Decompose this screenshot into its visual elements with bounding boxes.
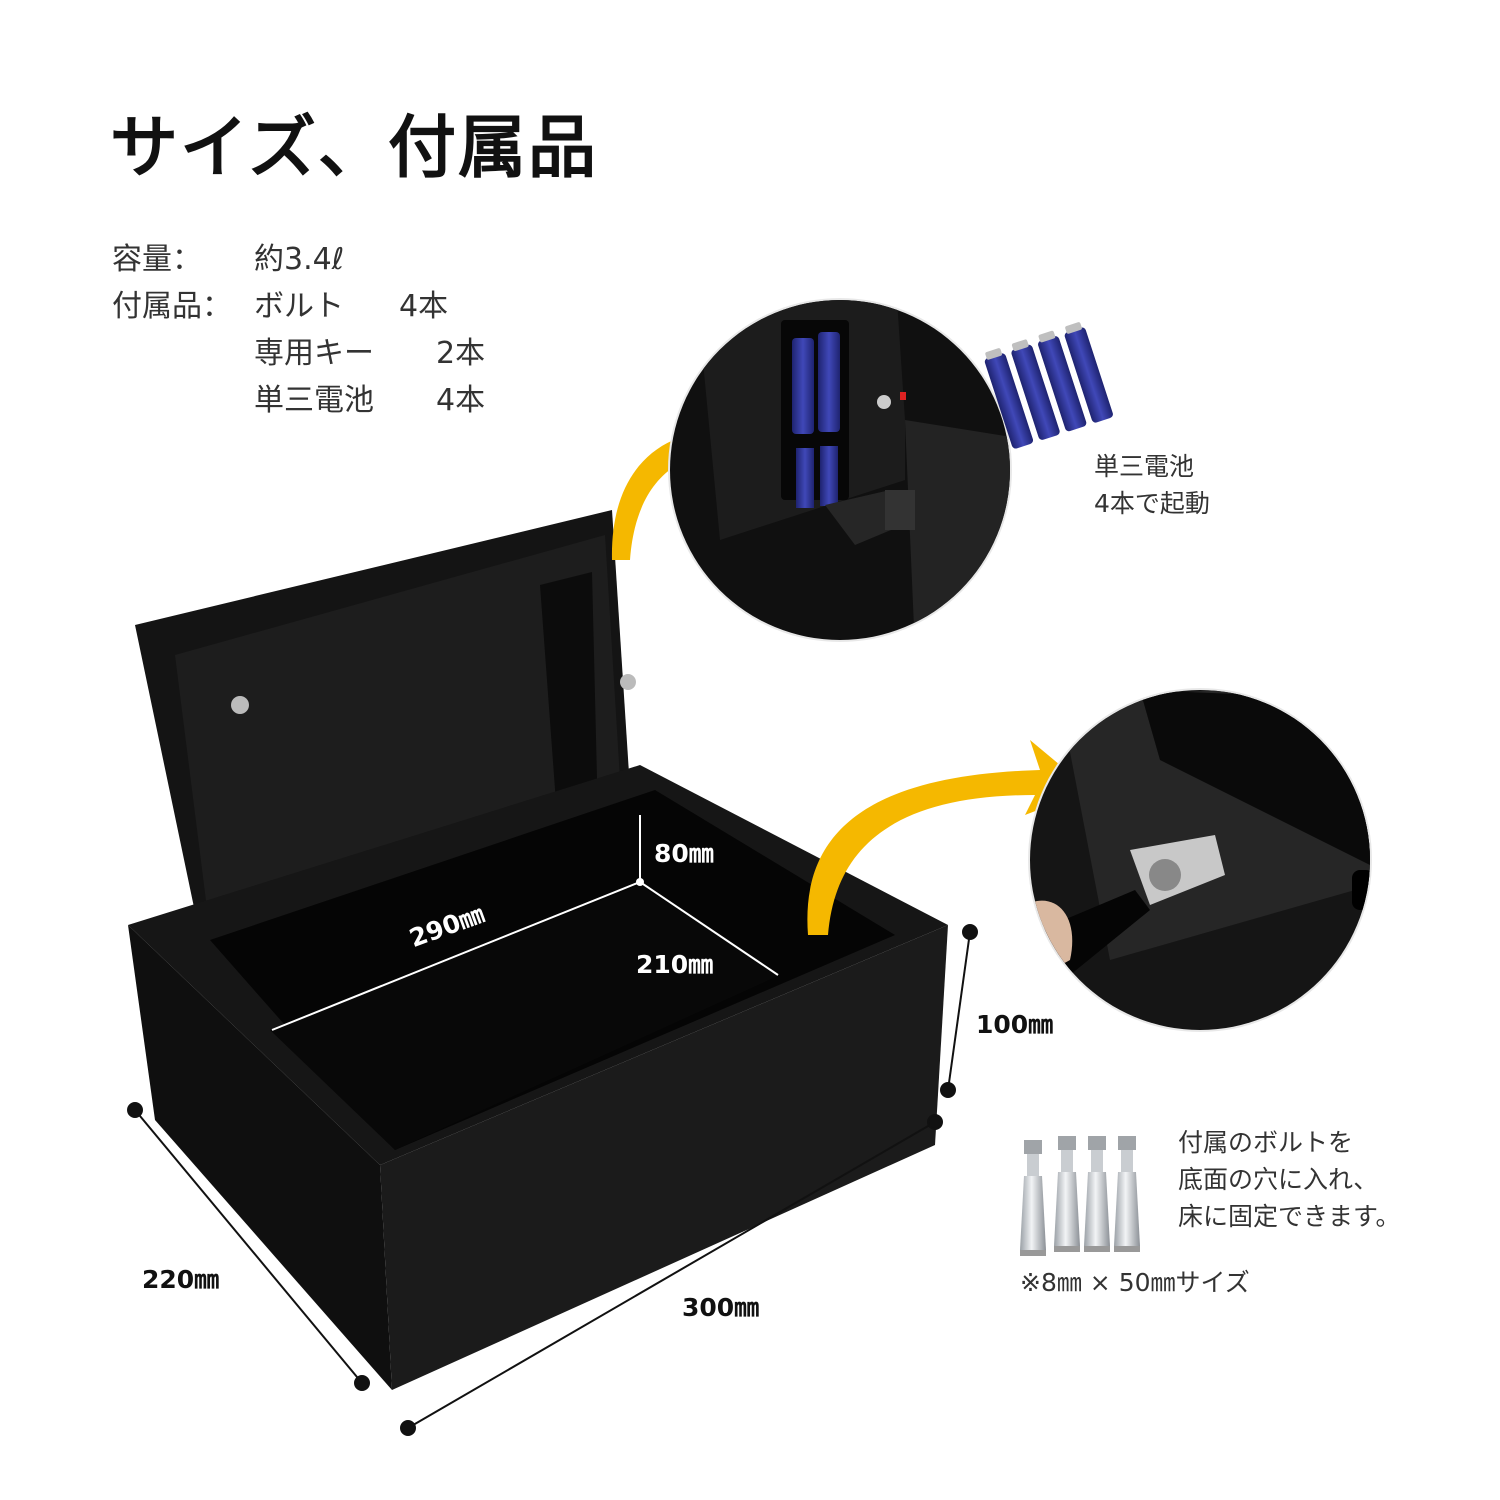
accessory-name: 単三電池: [254, 383, 374, 418]
bolt-size-note: ※8㎜ × 50㎜サイズ: [1020, 1268, 1250, 1297]
spec-accessory: 専用キー 2本: [112, 330, 485, 377]
battery-zoom-circle: [668, 298, 1012, 642]
accessory-qty: 2本: [436, 336, 486, 371]
wrench-zoom-circle: [1028, 688, 1372, 1032]
battery-note: 単三電池 4本で起動: [1094, 448, 1210, 522]
outer-width-label: 300㎜: [682, 1293, 760, 1322]
safe-body: [128, 510, 948, 1390]
capacity-label: 容量：: [112, 242, 202, 277]
inner-depth-label: 210㎜: [636, 950, 714, 979]
accessory-qty: 4本: [399, 289, 449, 324]
accessory-name: 専用キー: [254, 336, 374, 371]
outer-depth-label: 220㎜: [142, 1265, 220, 1294]
battery-note-line: 単三電池: [1094, 452, 1195, 481]
dimension-origin: [636, 878, 644, 886]
bolt-note: 付属のボルトを 底面の穴に入れ、 床に固定できます。: [1178, 1124, 1401, 1235]
spec-accessory: 付属品： ボルト 4本: [112, 283, 485, 330]
outer-dimension-lines: [127, 924, 978, 1436]
spec-capacity: 容量： 約3.4ℓ: [112, 236, 485, 283]
battery-note-line: 4本で起動: [1094, 489, 1210, 518]
spec-accessory: 単三電池 4本: [112, 377, 485, 424]
bolt-note-line: 底面の穴に入れ、: [1178, 1165, 1379, 1194]
bolt-icon: [1020, 1136, 1140, 1256]
accessories-label: 付属品：: [112, 289, 232, 324]
battery-icon: [984, 322, 1113, 449]
page-title: サイズ、付属品: [110, 109, 598, 188]
capacity-value: 約3.4ℓ: [254, 242, 345, 277]
inner-dimension-lines: [271, 815, 779, 1031]
bolt-note-line: 付属のボルトを: [1178, 1128, 1354, 1157]
accessory-name: ボルト: [254, 289, 344, 324]
spec-list: 容量： 約3.4ℓ 付属品： ボルト 4本 専用キー 2本 単三電池 4本: [112, 236, 485, 424]
outer-height-label: 100㎜: [976, 1010, 1054, 1039]
inner-height-label: 80㎜: [654, 839, 714, 868]
bolt-note-line: 床に固定できます。: [1178, 1202, 1401, 1231]
accessory-qty: 4本: [436, 383, 486, 418]
